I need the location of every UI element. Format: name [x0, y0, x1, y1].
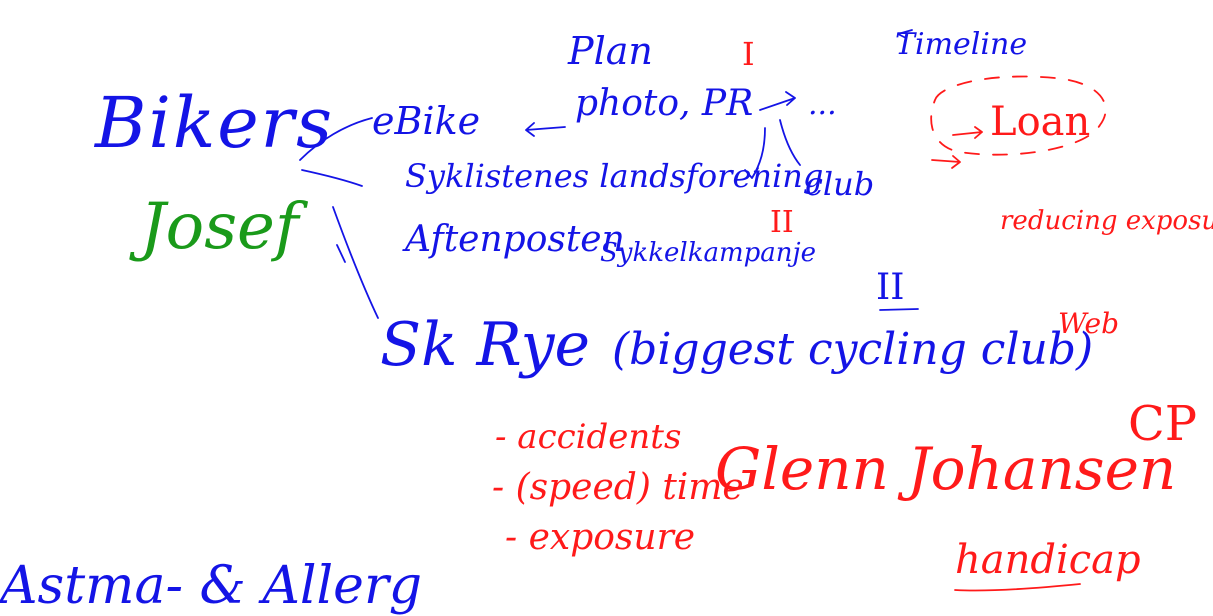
arrow-to-syklist	[744, 127, 766, 179]
loan-label: Loan	[990, 99, 1091, 145]
exposure-label: - exposure	[505, 517, 696, 558]
exposure-arrow	[931, 155, 961, 169]
branch-small	[336, 244, 346, 263]
astma-label: Astma- & Allerg	[0, 556, 423, 616]
ellipsis-label: ...	[808, 87, 837, 122]
accidents-label: - accidents	[495, 417, 682, 457]
photo-pr-label: photo, PR	[575, 83, 754, 124]
roman-one-label: I	[742, 35, 755, 73]
branch-to-syklist	[301, 169, 363, 187]
biggest-club-label: (biggest cycling club)	[612, 324, 1094, 375]
roman-two-b-label: II	[876, 267, 905, 308]
speed-time-label: - (speed) time	[492, 467, 744, 508]
roman-two-a-label: II	[770, 205, 794, 240]
sykkelkampanje-label: Sykkelkampanje	[600, 238, 816, 268]
ebike-label: eBike	[372, 99, 481, 143]
cp-label: CP	[1128, 396, 1198, 452]
loan-arrow	[952, 126, 983, 139]
syklistlandsforening-label: Syklistenes landsforening	[405, 157, 824, 195]
sk-rye-label: Sk Rye	[380, 310, 591, 380]
branch-to-skrye	[332, 206, 379, 319]
arrow-to-club	[779, 119, 801, 166]
glenn-johansen-label: Glenn Johansen	[715, 435, 1177, 503]
roman-underline	[879, 308, 919, 311]
loan-dashed-circle	[930, 75, 1107, 156]
arrow-to-ellipsis	[759, 91, 796, 111]
handicap-underline	[954, 583, 1081, 592]
web-label: Web	[1058, 307, 1119, 340]
branch-to-ebike	[299, 117, 373, 161]
handicap-label: handicap	[955, 537, 1141, 583]
timeline-arrow	[897, 29, 913, 39]
club-label: club	[805, 165, 875, 203]
aftenposten-label: Aftenposten	[405, 219, 625, 260]
plan-label: Plan	[568, 29, 653, 73]
bikers-label: Bikers	[95, 82, 335, 164]
timeline-label: Timeline	[895, 27, 1028, 62]
josef-label: Josef	[140, 190, 299, 264]
arrow-to-ebike	[525, 122, 566, 137]
reducing-exposure-label: reducing exposure	[1000, 206, 1213, 236]
